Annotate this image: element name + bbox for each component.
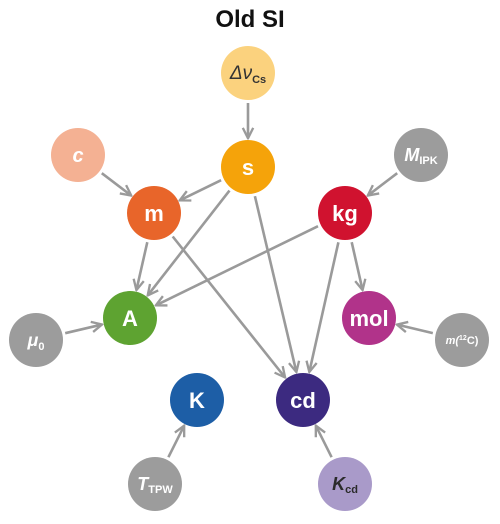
unit-node-kg: kg bbox=[318, 186, 372, 240]
unit-circle-K bbox=[170, 373, 224, 427]
arrow-t-tpw-to-k bbox=[167, 427, 183, 458]
svg-text:MIPK: MIPK bbox=[404, 145, 437, 167]
unit-label-cd: cd bbox=[290, 388, 316, 413]
svg-text:μ0: μ0 bbox=[27, 330, 45, 353]
unit-label-m: m bbox=[144, 201, 164, 226]
unit-node-m: m bbox=[127, 186, 181, 240]
unit-node-s: s bbox=[221, 140, 275, 194]
svg-text:ΔνCs: ΔνCs bbox=[229, 63, 266, 86]
arrow-m-ipk-to-kg bbox=[369, 172, 398, 195]
arrow-m-to-cd bbox=[171, 235, 285, 377]
constant-circle-m-12c bbox=[435, 313, 489, 367]
constant-sub-t-tpw: TPW bbox=[148, 484, 173, 496]
constant-node-c: c bbox=[51, 128, 105, 182]
constant-label-t-tpw: T bbox=[137, 474, 150, 494]
constant-label-m-12c: m( bbox=[446, 335, 461, 347]
constant-sup-m-12c: 12 bbox=[459, 335, 467, 342]
arrow-kg-to-mol bbox=[350, 241, 363, 289]
constant-tail-m-12c: C) bbox=[467, 335, 479, 347]
unit-label-K: K bbox=[189, 388, 205, 413]
diagram-title: Old SI bbox=[215, 6, 284, 33]
constant-circle-k-cd bbox=[318, 457, 372, 511]
constant-circle-mu0 bbox=[9, 313, 63, 367]
unit-circle-m bbox=[127, 186, 181, 240]
unit-label-A: A bbox=[122, 306, 138, 331]
unit-circle-A bbox=[103, 291, 157, 345]
constant-label-c: c bbox=[72, 145, 83, 167]
constant-sub-mu0: 0 bbox=[38, 341, 44, 353]
constant-sub-k-cd: cd bbox=[345, 484, 358, 496]
svg-text:TTPW: TTPW bbox=[137, 474, 173, 496]
constant-node-delta-nu-cs: ΔνCs bbox=[221, 46, 275, 100]
constant-label-mu0: μ bbox=[27, 330, 39, 350]
unit-circle-cd bbox=[276, 373, 330, 427]
constant-label-delta-nu-cs: Δν bbox=[229, 63, 253, 84]
unit-circle-mol bbox=[342, 291, 396, 345]
edges-layer bbox=[64, 103, 434, 458]
constant-sub-m-ipk: IPK bbox=[419, 155, 437, 167]
constant-circle-c bbox=[51, 128, 105, 182]
constant-label-m-ipk: M bbox=[404, 145, 420, 165]
unit-node-K: K bbox=[170, 373, 224, 427]
constant-node-t-tpw: TTPW bbox=[128, 457, 182, 511]
svg-text:Kcd: Kcd bbox=[332, 474, 358, 496]
arrow-kg-to-cd bbox=[310, 242, 340, 370]
arrow-s-to-a bbox=[149, 189, 231, 295]
arrow-mu0-to-a bbox=[64, 325, 101, 335]
arrow-c-to-m bbox=[101, 172, 130, 195]
unit-label-kg: kg bbox=[332, 201, 358, 226]
arrow-s-to-cd bbox=[253, 195, 296, 371]
unit-circle-s bbox=[221, 140, 275, 194]
arrow-kg-to-a bbox=[157, 225, 319, 305]
unit-circle-kg bbox=[318, 186, 372, 240]
constant-node-mu0: μ0 bbox=[9, 313, 63, 367]
constant-circle-t-tpw bbox=[128, 457, 182, 511]
constant-circle-m-ipk bbox=[394, 128, 448, 182]
unit-label-s: s bbox=[242, 155, 254, 180]
svg-text:m(12C): m(12C) bbox=[446, 335, 479, 347]
constant-label-k-cd: K bbox=[332, 474, 347, 494]
constant-sub-delta-nu-cs: Cs bbox=[252, 74, 266, 86]
arrow-s-to-m bbox=[181, 179, 222, 200]
constant-circle-delta-nu-cs bbox=[221, 46, 275, 100]
constant-node-k-cd: Kcd bbox=[318, 457, 372, 511]
constant-node-m-ipk: MIPK bbox=[394, 128, 448, 182]
arrow-m-to-a bbox=[137, 241, 149, 289]
arrow-k-cd-to-cd bbox=[316, 427, 333, 458]
unit-node-mol: mol bbox=[342, 291, 396, 345]
unit-node-cd: cd bbox=[276, 373, 330, 427]
constant-node-m-12c: m(12C) bbox=[435, 313, 489, 367]
unit-label-mol: mol bbox=[349, 306, 388, 331]
arrow-m-12c-to-mol bbox=[398, 325, 434, 335]
unit-node-A: A bbox=[103, 291, 157, 345]
